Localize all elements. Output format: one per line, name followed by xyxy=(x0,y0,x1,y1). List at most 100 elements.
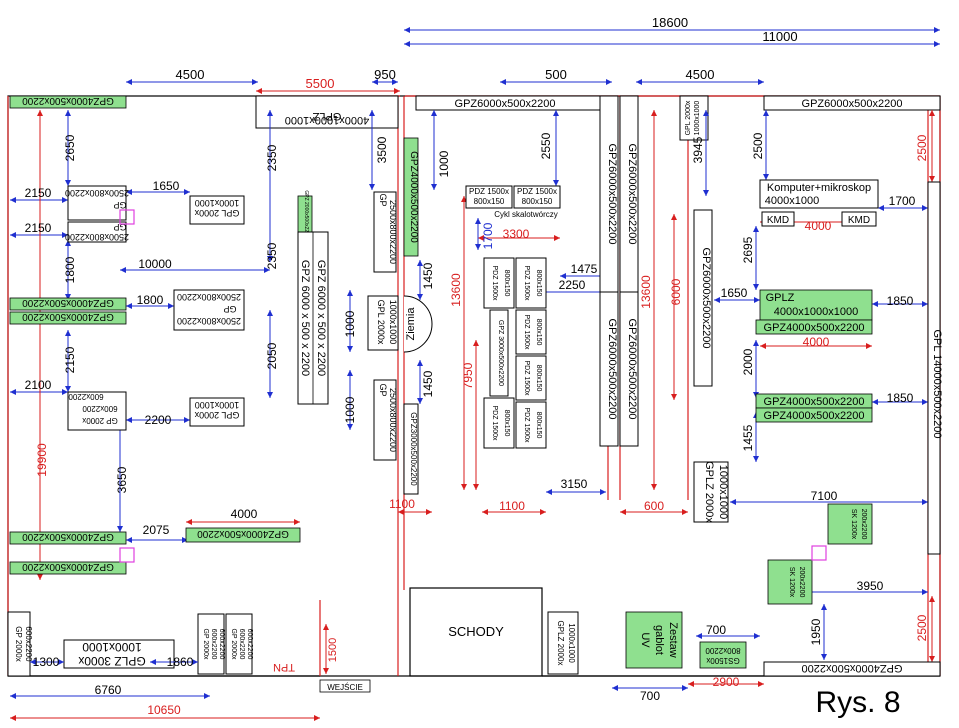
dim-700-a: 700 xyxy=(706,623,726,637)
pdz-table-1 xyxy=(465,185,513,209)
gp-rack-c-title: GP xyxy=(223,304,236,314)
pdz-table-2-size: 800x150 xyxy=(522,197,553,206)
kmd-1-label: KMD xyxy=(767,215,789,226)
pdz-vertical-4-size: 800x150 xyxy=(535,319,542,346)
sk-display-1-size: 200x2200 xyxy=(860,509,867,540)
gp-vertical-1-size: 2500x800x2200 xyxy=(388,200,398,264)
dim-2500-bot-right: 2500 xyxy=(915,614,929,641)
gp-rack-b xyxy=(67,221,127,243)
gpz-mid-bottom-rack xyxy=(185,527,301,543)
dim-2150-b: 2150 xyxy=(25,221,52,235)
gp-rack-a xyxy=(67,185,127,221)
gp-rack-a-size: 2500x800x2200 xyxy=(65,188,129,198)
gpl-vertical xyxy=(367,295,399,351)
gp-bottom-2 xyxy=(197,613,225,675)
gplz-green-title: GPLZ xyxy=(766,292,795,304)
dim-4000-right-a: 4000 xyxy=(805,219,832,233)
gp-bottom-3-size1: 600x2200 xyxy=(238,629,245,660)
gs-display-label: GS1500x xyxy=(706,656,739,665)
dim-3950: 3950 xyxy=(857,579,884,593)
wejscie-label: WEJŚCIE xyxy=(327,683,363,692)
dim-2000: 2000 xyxy=(741,348,755,375)
gp-bottom-2-size2: 600x2200 xyxy=(218,629,225,660)
gpz6000-col1-bot xyxy=(599,291,619,447)
pdz-vertical-2-title: PDZ 1500x xyxy=(491,405,498,441)
zestaw-gablot-uv xyxy=(625,611,683,669)
pdz-vertical-1-size: 800x150 xyxy=(503,270,510,297)
gpz6000-top-right-rack xyxy=(763,95,941,111)
gp-bottom-2-title: GP 2000x xyxy=(202,628,209,660)
pdz-table-1-size: 800x150 xyxy=(474,197,505,206)
gp-vertical-2 xyxy=(373,379,397,461)
gpz3000-inner-label: GPZ 3000x500x2200 xyxy=(497,320,504,386)
gplz-vertical-size: 1000x1000 xyxy=(717,465,729,519)
dim-700-b: 700 xyxy=(640,689,660,703)
gpz-left-rack-4 xyxy=(9,561,127,575)
dim-13600-b: 13600 xyxy=(639,275,653,309)
gpz-top-left-label: GPZ4000x500x2200 xyxy=(22,95,114,106)
gp-rack-b-title: GP xyxy=(113,222,126,232)
gpz-left-rack-2 xyxy=(9,311,127,325)
gpz6000-col2-bot xyxy=(619,291,639,447)
dim-950: 950 xyxy=(374,67,396,82)
sk-display-2-size: 200x2200 xyxy=(798,567,805,598)
gp-rack-a-title: GP xyxy=(113,200,126,210)
uv-label: UV xyxy=(639,632,651,648)
gpl-vertical-title: GPL 2000x xyxy=(376,300,386,345)
dim-1500: 1500 xyxy=(327,638,339,662)
sk-display-1 xyxy=(827,503,873,545)
pdz-vertical-6 xyxy=(515,401,547,449)
pdz-vertical-2-size: 800x150 xyxy=(503,410,510,437)
gpl-table-b xyxy=(189,397,245,427)
dim-7950: 7950 xyxy=(461,362,475,389)
dim-2350-a: 2350 xyxy=(265,144,279,171)
dim-1650-right: 1650 xyxy=(721,286,748,300)
dim-1700-right: 1700 xyxy=(889,194,916,208)
gp-bottom-3-size2: 600x2200 xyxy=(246,629,253,660)
dim-1800-left: 1800 xyxy=(63,256,77,283)
tpn-label: TPN xyxy=(273,661,295,673)
gp-vertical-1-title: GP xyxy=(378,193,388,206)
pdz-vertical-3-title: PDZ 1500x xyxy=(523,265,530,301)
dim-1450-a: 1450 xyxy=(421,262,435,289)
gp-vertical-2-size: 2500x800x2200 xyxy=(388,388,398,452)
gpz-mid-bottom-label: GPZ4000x500x2200 xyxy=(197,528,289,539)
kmd-2-label: KMD xyxy=(848,215,870,226)
gpz-bottom-right-rack xyxy=(763,661,941,677)
sk-display-1-title: SK 1200x xyxy=(850,509,857,540)
gpz6000-col2-top-label: GPZ6000x500x2200 xyxy=(626,144,638,245)
cykl-label: Cykl skalotwórczy xyxy=(494,210,558,219)
gpz-bottom-right-label: GPZ4000x500x2200 xyxy=(802,662,903,674)
bottom-red-dims xyxy=(10,624,329,721)
dim-7100: 7100 xyxy=(811,489,838,503)
pdz-vertical-5 xyxy=(515,355,547,401)
gplz-vertical-title: GPLZ 2000x xyxy=(703,461,715,523)
ziemia-label: Ziemia xyxy=(405,307,417,341)
marker-magenta-1 xyxy=(119,209,135,225)
pdz-table-1-title: PDZ 1500x xyxy=(469,187,509,196)
dim-1450-b: 1450 xyxy=(421,370,435,397)
dim-19900: 19900 xyxy=(35,443,49,477)
dim-1000-a: 1000 xyxy=(343,310,357,337)
gpz6000-right-column-label: GPZ6000x500x2200 xyxy=(700,248,712,349)
dim-1100-a: 1100 xyxy=(389,497,415,511)
figure-label: Rys. 8 xyxy=(815,686,900,719)
zestaw-label: Zestaw xyxy=(667,622,679,658)
kmd-1 xyxy=(761,211,795,227)
gs-display-size: 800x2200 xyxy=(705,646,741,655)
pdz-vertical-6-size: 800x150 xyxy=(535,412,542,439)
gpz-green-r3 xyxy=(755,407,873,423)
dim-1300: 1300 xyxy=(33,655,60,669)
ziemia-semicircle xyxy=(403,295,433,353)
gp-vertical-2-title: GP xyxy=(378,383,388,396)
gpz6000-right-column xyxy=(693,209,713,387)
dim-2050: 2050 xyxy=(265,342,279,369)
dim-1100-b: 1100 xyxy=(499,499,525,513)
gp-bottom-left-title: GP 2000x xyxy=(14,626,23,661)
dim-3500: 3500 xyxy=(375,136,389,163)
bottom-dims xyxy=(10,659,210,699)
left-red-dimension xyxy=(37,110,300,580)
dim-2550: 2550 xyxy=(539,132,553,159)
gp-small-rack-size1: 600x2200 xyxy=(68,392,104,401)
